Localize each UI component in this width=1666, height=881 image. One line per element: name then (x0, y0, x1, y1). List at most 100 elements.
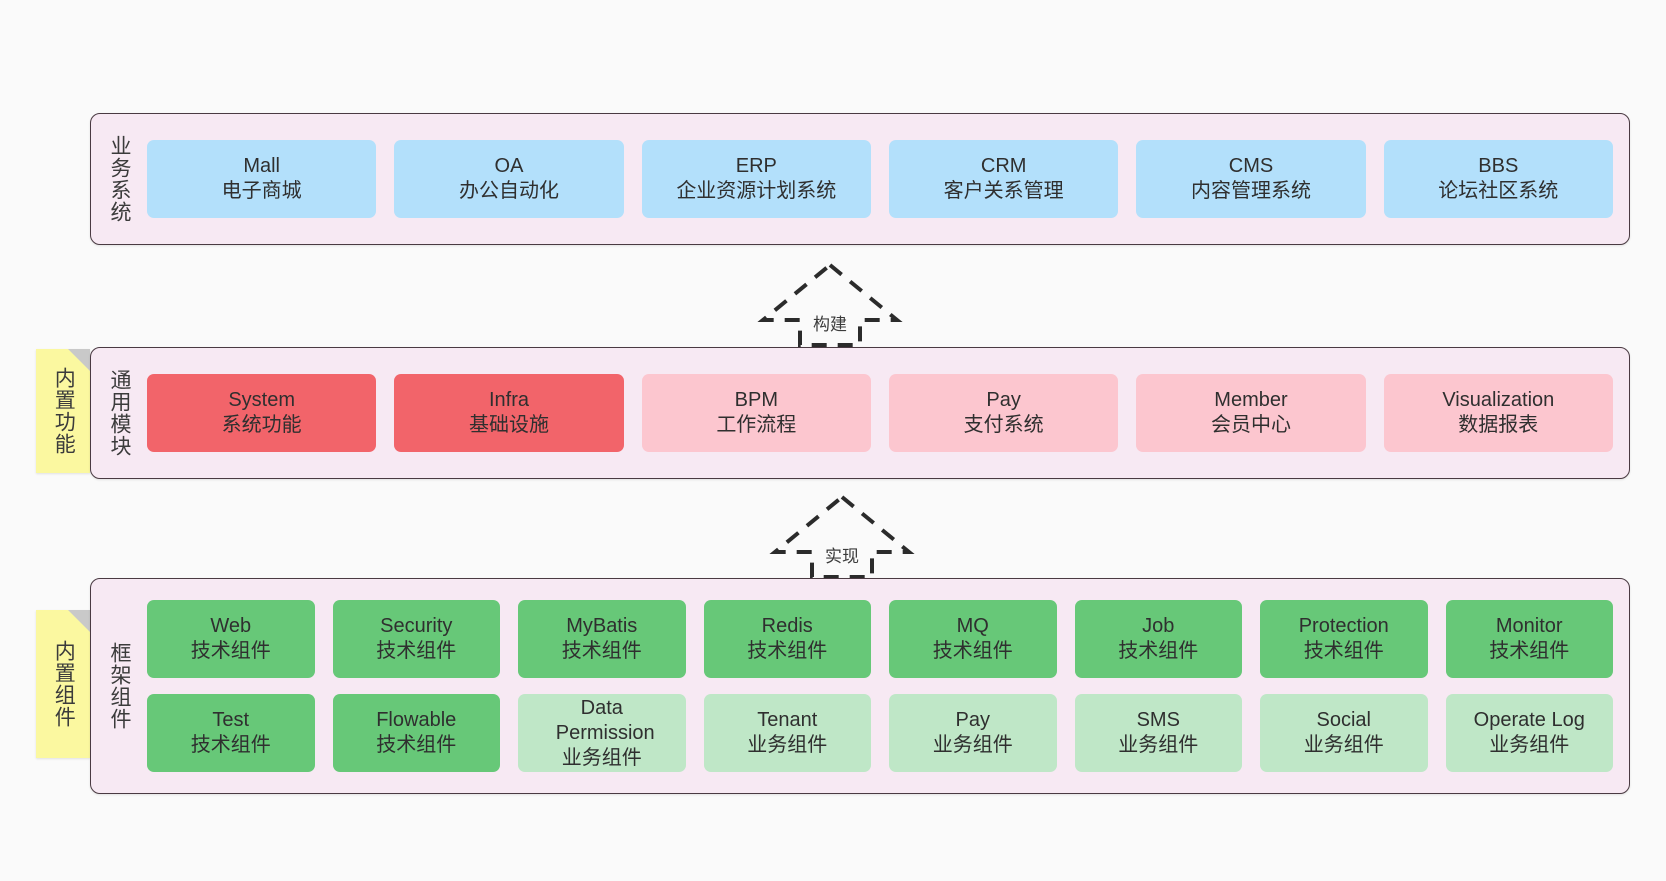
card-title: System (228, 389, 295, 411)
layer-body-common-module: System 系统功能 Infra 基础设施 BPM 工作流程 Pay 支付系统… (147, 348, 1629, 478)
card-subtitle: 业务组件 (1489, 734, 1570, 756)
card-infra[interactable]: Infra 基础设施 (394, 374, 624, 452)
card-job[interactable]: Job 技术组件 (1074, 600, 1242, 678)
card-title: Pay (986, 389, 1021, 411)
card-row: System 系统功能 Infra 基础设施 BPM 工作流程 Pay 支付系统… (147, 374, 1613, 452)
card-title: Monitor (1495, 615, 1563, 637)
layer-business-system: 业务系统 Mall 电子商城 OA 办公自动化 ERP 企业资源计划系统 CRM (90, 113, 1630, 245)
card-subtitle: 工作流程 (716, 414, 797, 436)
card-cms[interactable]: CMS 内容管理系统 (1136, 140, 1366, 218)
sticky-note-builtin-function: 内置功能 (36, 349, 90, 473)
card-subtitle: 技术组件 (376, 734, 457, 756)
card-flowable[interactable]: Flowable 技术组件 (332, 694, 500, 772)
card-subtitle: 技术组件 (1118, 640, 1199, 662)
connector-implement-arrow: 实现 (769, 494, 915, 579)
card-title: CRM (980, 155, 1027, 177)
card-subtitle: 技术组件 (747, 640, 828, 662)
card-subtitle: 数据报表 (1458, 414, 1539, 436)
card-title: Visualization (1442, 389, 1555, 411)
card-subtitle: 技术组件 (932, 640, 1013, 662)
card-web[interactable]: Web 技术组件 (147, 600, 315, 678)
connector-build-arrow: 构建 (757, 262, 903, 347)
card-title: Mall (243, 155, 280, 177)
card-subtitle: 系统功能 (221, 414, 302, 436)
sticky-note-label: 内置组件 (52, 640, 76, 728)
sticky-fold-corner (68, 349, 90, 371)
card-pay[interactable]: Pay 支付系统 (888, 374, 1119, 452)
card-subtitle: 技术组件 (1489, 640, 1570, 662)
card-bbs[interactable]: BBS 论坛社区系统 (1383, 140, 1613, 218)
card-title: Flowable (376, 709, 457, 731)
card-title: Tenant (757, 709, 818, 731)
card-sms[interactable]: SMS 业务组件 (1074, 694, 1242, 772)
card-title: MyBatis (566, 615, 638, 637)
card-row: Test 技术组件 Flowable 技术组件 Data Permission … (147, 694, 1613, 772)
card-social[interactable]: Social 业务组件 (1260, 694, 1428, 772)
card-monitor[interactable]: Monitor 技术组件 (1445, 600, 1613, 678)
card-subtitle: 业务组件 (1303, 734, 1384, 756)
card-title: Security (380, 615, 453, 637)
card-subtitle: 企业资源计划系统 (676, 180, 837, 202)
connector-implement-label: 实现 (825, 547, 859, 566)
card-mybatis[interactable]: MyBatis 技术组件 (518, 600, 686, 678)
card-title: Social (1316, 709, 1371, 731)
card-title: BPM (734, 389, 778, 411)
card-subtitle: 技术组件 (376, 640, 457, 662)
card-pay-business[interactable]: Pay 业务组件 (889, 694, 1057, 772)
card-subtitle: 支付系统 (963, 414, 1044, 436)
layer-title-business-system: 业务系统 (107, 135, 131, 223)
card-title: Test (212, 709, 250, 731)
card-title: OA (494, 155, 524, 177)
card-subtitle: 技术组件 (190, 640, 271, 662)
card-subtitle: 会员中心 (1210, 414, 1291, 436)
card-subtitle: 客户关系管理 (943, 180, 1064, 202)
card-security[interactable]: Security 技术组件 (332, 600, 500, 678)
card-subtitle: 电子商城 (221, 180, 302, 202)
sticky-fold-corner (68, 610, 90, 632)
card-title: Redis (761, 615, 813, 637)
card-subtitle: 业务组件 (1118, 734, 1199, 756)
card-test[interactable]: Test 技术组件 (147, 694, 315, 772)
card-system[interactable]: System 系统功能 (147, 374, 377, 452)
card-bpm[interactable]: BPM 工作流程 (641, 374, 871, 452)
card-mq[interactable]: MQ 技术组件 (889, 600, 1057, 678)
card-title: SMS (1136, 709, 1180, 731)
card-subtitle: 办公自动化 (458, 180, 559, 202)
card-row: Web 技术组件 Security 技术组件 MyBatis 技术组件 Redi… (147, 600, 1613, 678)
card-subtitle: 业务组件 (747, 734, 828, 756)
card-title: MQ (956, 615, 989, 637)
layer-body-business-system: Mall 电子商城 OA 办公自动化 ERP 企业资源计划系统 CRM 客户关系… (147, 114, 1629, 244)
card-row: Mall 电子商城 OA 办公自动化 ERP 企业资源计划系统 CRM 客户关系… (147, 140, 1613, 218)
card-title: Data Permission (555, 696, 655, 744)
card-title: Member (1214, 389, 1288, 411)
sticky-note-builtin-component: 内置组件 (36, 610, 90, 758)
card-subtitle: 技术组件 (190, 734, 271, 756)
card-erp[interactable]: ERP 企业资源计划系统 (641, 140, 871, 218)
card-subtitle: 基础设施 (468, 414, 549, 436)
card-subtitle: 论坛社区系统 (1438, 180, 1559, 202)
card-title: Web (210, 615, 252, 637)
card-tenant[interactable]: Tenant 业务组件 (703, 694, 871, 772)
card-title: Protection (1298, 615, 1389, 637)
card-oa[interactable]: OA 办公自动化 (394, 140, 624, 218)
card-title: BBS (1478, 155, 1519, 177)
card-protection[interactable]: Protection 技术组件 (1260, 600, 1428, 678)
layer-framework-component: 框架组件 Web 技术组件 Security 技术组件 MyBatis 技术组件… (90, 578, 1630, 794)
card-mall[interactable]: Mall 电子商城 (147, 140, 377, 218)
card-operate-log[interactable]: Operate Log 业务组件 (1445, 694, 1613, 772)
card-title: Infra (488, 389, 529, 411)
card-visualization[interactable]: Visualization 数据报表 (1383, 374, 1613, 452)
card-subtitle: 业务组件 (561, 746, 642, 769)
card-title: Operate Log (1473, 709, 1585, 731)
card-redis[interactable]: Redis 技术组件 (703, 600, 871, 678)
card-crm[interactable]: CRM 客户关系管理 (888, 140, 1119, 218)
card-title: CMS (1228, 155, 1274, 177)
layer-common-module: 通用模块 System 系统功能 Infra 基础设施 BPM 工作流程 Pay (90, 347, 1630, 479)
card-data-permission[interactable]: Data Permission 业务组件 (518, 694, 686, 772)
layer-title-common-module: 通用模块 (107, 369, 131, 457)
card-subtitle: 技术组件 (561, 640, 642, 662)
card-subtitle: 业务组件 (932, 734, 1013, 756)
sticky-note-label: 内置功能 (52, 367, 76, 455)
card-member[interactable]: Member 会员中心 (1136, 374, 1366, 452)
